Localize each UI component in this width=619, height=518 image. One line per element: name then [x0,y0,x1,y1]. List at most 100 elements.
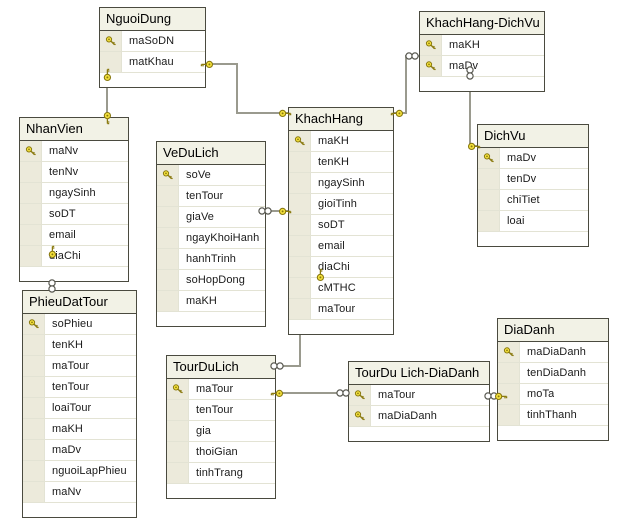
field-row[interactable]: hanhTrinh [157,249,265,270]
table-NhanVien[interactable]: NhanVien maNv tenNv ngaySinh soDT email … [19,117,129,282]
table-fields: maTour tenTour gia thoiGian tinhTrang [167,379,275,498]
key-icon [498,342,520,362]
table-VeDuLich[interactable]: VeDuLich soVe tenTour giaVe ngayKhoiHanh… [156,141,266,327]
table-KhachHang-DichVu[interactable]: KhachHang-DichVu maKH maDv [419,11,545,92]
field-name: soDT [49,208,76,220]
field-gutter [478,211,500,231]
relationship-endpoint-infinity[interactable] [270,360,286,372]
field-name: tenKH [318,156,350,168]
field-name: tinhTrang [196,467,243,479]
field-row[interactable]: maKH [23,419,136,440]
field-row[interactable]: soHopDong [157,270,265,291]
relationship-endpoint-key[interactable] [314,268,327,282]
field-row[interactable]: email [289,236,393,257]
field-row[interactable]: diaChi [289,257,393,278]
relationship-endpoint-key[interactable] [467,140,481,153]
field-row[interactable]: maKH [157,291,265,312]
key-icon [349,385,371,405]
table-TourDuLich-DiaDanh[interactable]: TourDu Lich-DiaDanh maTour maDiaDanh [348,361,490,442]
field-row[interactable]: soDT [289,215,393,236]
relationship-endpoint-infinity[interactable] [405,50,421,62]
field-row[interactable]: matKhau [100,52,205,73]
field-gutter [167,463,189,483]
field-row[interactable]: tinhTrang [167,463,275,484]
field-row[interactable]: gioiTinh [289,194,393,215]
field-row[interactable]: tenDv [478,169,588,190]
field-row[interactable]: tenNv [20,162,128,183]
field-row[interactable]: tenDiaDanh [498,363,608,384]
relationship-endpoint-infinity[interactable] [464,66,476,82]
field-row[interactable]: nguoiLapPhieu [23,461,136,482]
relationship-endpoint-key[interactable] [494,390,508,403]
field-row[interactable]: ngaySinh [20,183,128,204]
table-title: NguoiDung [100,8,205,31]
field-name: maDiaDanh [527,346,586,358]
field-gutter [289,152,311,172]
field-row[interactable]: maKH [289,131,393,152]
table-footer-space [349,427,489,441]
field-row[interactable]: tenKH [23,335,136,356]
field-row[interactable]: maSoDN [100,31,205,52]
field-row[interactable]: loaiTour [23,398,136,419]
relationship-endpoint-infinity[interactable] [258,205,274,217]
field-row[interactable]: maNv [20,141,128,162]
relationship-endpoint-key[interactable] [270,387,284,400]
field-row[interactable]: gia [167,421,275,442]
table-KhachHang[interactable]: KhachHang maKH tenKH ngaySinh gioiTinh s… [288,107,394,335]
field-row[interactable]: soVe [157,165,265,186]
field-row[interactable]: cMTHC [289,278,393,299]
field-row[interactable]: email [20,225,128,246]
table-footer-space [20,267,128,281]
field-gutter [157,291,179,311]
relationship-endpoint-key[interactable] [101,68,114,82]
relationship-endpoint-key[interactable] [278,205,292,218]
field-row[interactable]: tenTour [157,186,265,207]
field-row[interactable]: ngaySinh [289,173,393,194]
field-name: nguoiLapPhieu [52,465,127,477]
relationship-endpoint-infinity[interactable] [46,279,58,295]
field-row[interactable]: maDv [420,56,544,77]
field-row[interactable]: giaVe [157,207,265,228]
field-row[interactable]: ngayKhoiHanh [157,228,265,249]
field-name: ngaySinh [49,187,96,199]
field-row[interactable]: maDv [23,440,136,461]
field-row[interactable]: tenKH [289,152,393,173]
field-row[interactable]: diaChi [20,246,128,267]
relationship-endpoint-key[interactable] [46,245,59,259]
table-DichVu[interactable]: DichVu maDv tenDv chiTiet loai [477,124,589,247]
field-row[interactable]: maDiaDanh [349,406,489,427]
table-fields: maNv tenNv ngaySinh soDT email diaChi [20,141,128,281]
field-gutter [157,228,179,248]
relationship-endpoint-key[interactable] [200,58,214,71]
table-TourDuLich[interactable]: TourDuLich maTour tenTour gia thoiGian t… [166,355,276,499]
field-row[interactable]: tenTour [167,400,275,421]
field-gutter [289,257,311,277]
field-gutter [23,356,45,376]
field-row[interactable]: thoiGian [167,442,275,463]
field-row[interactable]: maTour [349,385,489,406]
field-gutter [20,225,42,245]
relationship-endpoint-key[interactable] [390,107,404,120]
field-row[interactable]: maDiaDanh [498,342,608,363]
field-row[interactable]: maTour [23,356,136,377]
field-row[interactable]: maNv [23,482,136,503]
relationship-endpoint-infinity[interactable] [336,387,352,399]
table-PhieuDatTour[interactable]: PhieuDatTour soPhieu tenKH maTour tenTou… [22,290,137,518]
field-row[interactable]: loai [478,211,588,232]
field-row[interactable]: soDT [20,204,128,225]
field-row[interactable]: maTour [289,299,393,320]
field-row[interactable]: moTa [498,384,608,405]
field-row[interactable]: maDv [478,148,588,169]
field-row[interactable]: chiTiet [478,190,588,211]
relationship-endpoint-key[interactable] [101,111,114,125]
field-row[interactable]: tinhThanh [498,405,608,426]
field-row[interactable]: maTour [167,379,275,400]
table-NguoiDung[interactable]: NguoiDung maSoDN matKhau [99,7,206,88]
field-name: matKhau [129,56,174,68]
field-row[interactable]: tenTour [23,377,136,398]
field-row[interactable]: soPhieu [23,314,136,335]
relationship-endpoint-key[interactable] [278,107,292,120]
field-row[interactable]: maKH [420,35,544,56]
table-DiaDanh[interactable]: DiaDanh maDiaDanh tenDiaDanh moTa tinhTh… [497,318,609,441]
